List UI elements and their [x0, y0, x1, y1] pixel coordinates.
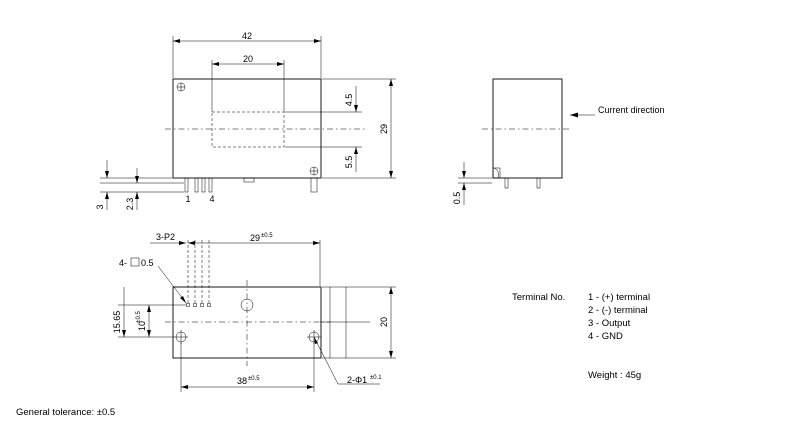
terminal-item-3: 3 - Output	[588, 318, 631, 329]
dim-3-p2: 3-P2	[156, 232, 175, 242]
dim-29-tol: ±0.5	[261, 233, 273, 239]
front-window	[211, 111, 285, 148]
square-symbol	[130, 257, 140, 267]
pin-square-4	[207, 303, 211, 307]
terminal-name: (-) terminal	[601, 305, 648, 316]
terminal-item-2: 2 - (-) terminal	[588, 305, 648, 316]
terminal-name: Output	[601, 318, 631, 329]
dim-5-5: 5.5	[344, 156, 354, 169]
bottom-view	[118, 240, 396, 392]
dim-20-bottom: 20	[379, 317, 389, 327]
terminal-name: (+) terminal	[601, 292, 651, 303]
dim-4-square-val: 0.5	[141, 258, 154, 268]
pin-1	[184, 177, 189, 193]
dim-15-65: 15.65	[112, 311, 122, 334]
pin-4	[208, 177, 213, 193]
front-view	[165, 78, 365, 193]
dim-29-pitch: 29	[250, 233, 260, 243]
terminal-num: 4	[588, 331, 594, 342]
terminal-num: 2	[588, 305, 594, 316]
pin-label-4: 4	[209, 194, 214, 204]
weight-label: Weight : 45g	[588, 370, 642, 381]
front-body	[172, 78, 322, 179]
dim-4-square-prefix: 4-	[119, 258, 127, 268]
terminal-item-1: 1 - (+) terminal	[588, 292, 651, 303]
dim-4-5: 4.5	[344, 94, 354, 107]
pin-square-1	[186, 303, 190, 307]
center-hole	[240, 298, 254, 312]
side-body	[492, 78, 563, 179]
dim-2-3: 2.3	[125, 198, 135, 211]
dim-42: 42	[242, 31, 252, 41]
dim-29: 29	[379, 124, 389, 134]
terminal-title: Terminal No.	[512, 292, 566, 303]
dim-38-tol: ±0.5	[248, 376, 260, 382]
pin-square-2	[193, 303, 197, 307]
front-dimensions	[100, 36, 396, 210]
terminal-num: 1	[588, 292, 594, 303]
current-direction-label: Current direction	[598, 105, 665, 115]
dim-hole-tol: ±0.1	[370, 375, 382, 381]
side-view	[458, 78, 595, 205]
pin-label-1: 1	[185, 194, 190, 204]
dim-38: 38	[237, 376, 247, 386]
terminal-name: GND	[601, 331, 623, 342]
pin-3	[201, 177, 206, 193]
dim-0-5: 0.5	[452, 192, 462, 205]
tolerance-note: General tolerance: ±0.5	[16, 407, 116, 418]
current-arrow-head	[570, 112, 578, 118]
terminal-num: 3	[588, 318, 594, 329]
pin-2	[194, 177, 199, 193]
dim-hole: 2-Φ1	[347, 375, 367, 385]
dim-20-top: 20	[243, 54, 253, 64]
dim-10-tol: ±0.5	[136, 311, 142, 323]
dim-3: 3	[95, 204, 105, 209]
pin-square-3	[200, 303, 204, 307]
terminal-item-4: 4 - GND	[588, 331, 623, 342]
dim-10: 10	[137, 321, 147, 331]
